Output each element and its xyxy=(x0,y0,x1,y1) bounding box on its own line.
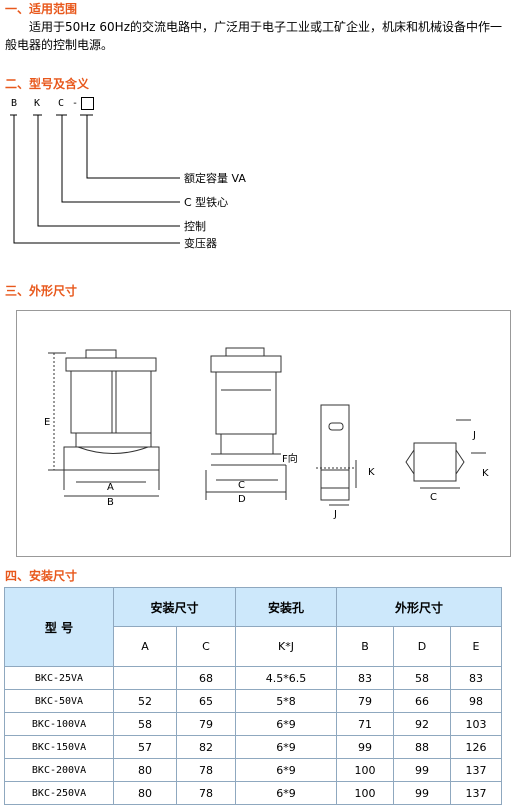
header-outline-size: 外形尺寸 xyxy=(336,587,502,627)
label-b: B xyxy=(107,497,114,508)
label-d: D xyxy=(238,494,246,505)
top-view xyxy=(405,419,486,489)
table-row: BKC-150VA 57 82 6*9 99 88 126 xyxy=(4,735,502,759)
table-row: BKC-100VA 58 79 6*9 71 92 103 xyxy=(4,712,502,736)
label-a: A xyxy=(107,482,114,493)
front-view xyxy=(48,349,160,497)
subheader-b: B xyxy=(336,626,394,667)
side-view xyxy=(205,347,287,500)
label-j: J xyxy=(333,509,337,520)
outline-drawing: E A B C D F向 K J C J K xyxy=(16,310,511,557)
section-title-install: 四、安装尺寸 xyxy=(5,569,78,583)
section-title-outline: 三、外形尺寸 xyxy=(5,284,78,298)
label-f: F向 xyxy=(282,452,298,465)
subheader-e: E xyxy=(450,626,502,667)
header-model: 型 号 xyxy=(4,587,114,667)
subheader-d: D xyxy=(393,626,451,667)
section-title-scope: 一、适用范围 xyxy=(5,2,78,16)
header-install-size: 安装尺寸 xyxy=(113,587,236,627)
bracket-view xyxy=(316,404,357,506)
capacity-box xyxy=(81,97,94,110)
meaning-core: C 型铁心 xyxy=(184,196,229,209)
subheader-a: A xyxy=(113,626,177,667)
label-c: C xyxy=(238,480,245,491)
subheader-kj: K*J xyxy=(235,626,337,667)
install-dimension-table: 型 号 安装尺寸 安装孔 外形尺寸 A C K*J B D E BKC-25VA… xyxy=(4,587,502,805)
table-row: BKC-250VA 80 78 6*9 100 99 137 xyxy=(4,781,502,805)
scope-text: 适用于50Hz 60Hz的交流电路中，广泛用于电子工业或工矿企业，机床和机械设备… xyxy=(5,20,503,52)
meaning-transformer: 变压器 xyxy=(184,237,217,250)
section-title-model: 二、型号及含义 xyxy=(5,77,90,91)
code-letter-b: B xyxy=(11,98,18,109)
code-letter-k: K xyxy=(34,98,41,109)
model-code-diagram: B K C - 额定容量 VA C 型铁心 控制 变压器 xyxy=(0,95,300,255)
table-row: BKC-25VA 68 4.5*6.5 83 58 83 xyxy=(4,666,502,690)
label-e: E xyxy=(44,417,50,428)
table-row: BKC-200VA 80 78 6*9 100 99 137 xyxy=(4,758,502,782)
label-k2: K xyxy=(482,468,489,479)
table-row: BKC-50VA 52 65 5*8 79 66 98 xyxy=(4,689,502,713)
meaning-capacity: 额定容量 VA xyxy=(184,172,246,185)
label-c2: C xyxy=(430,492,437,503)
label-j2: J xyxy=(472,430,476,441)
subheader-c: C xyxy=(176,626,236,667)
code-bracket-lines xyxy=(10,114,180,244)
label-k: K xyxy=(368,467,375,478)
code-dash: - xyxy=(72,98,79,109)
header-install-hole: 安装孔 xyxy=(235,587,337,627)
meaning-control: 控制 xyxy=(184,220,206,233)
code-letter-c: C xyxy=(58,98,65,109)
